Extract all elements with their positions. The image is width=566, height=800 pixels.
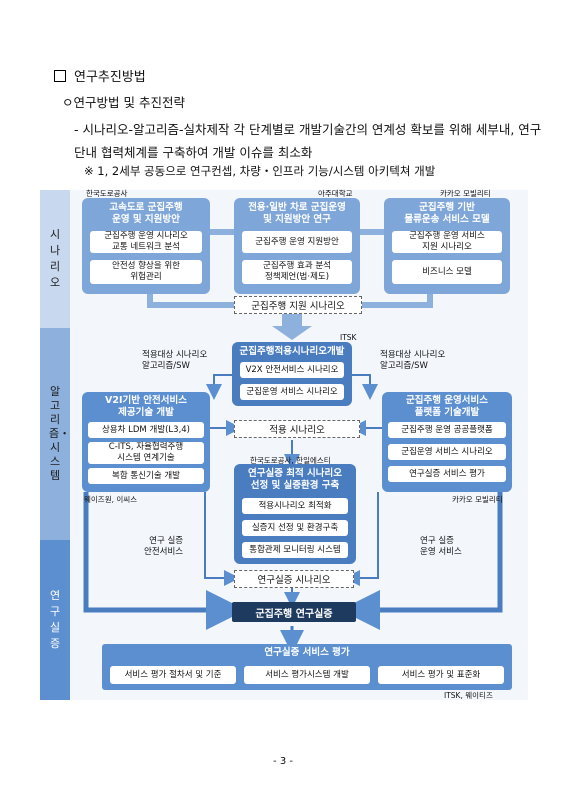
bullet-text: 시나리오-알고리즘-실차제작 각 단계별로 개발기술간의 연계성 확보를 위해 … bbox=[74, 122, 542, 160]
stage-algorithm: 알고리즘・시스템 bbox=[40, 328, 70, 540]
stage-label: 연구실증 bbox=[49, 589, 61, 650]
module-item: 군집주행 운영 지원방안 bbox=[242, 231, 352, 253]
module-title: V2I기반 안전서비스 제공기술 개발 bbox=[105, 395, 187, 418]
org-label: ITSK, 웨이티즈 bbox=[444, 691, 493, 700]
scenario-module-highway: 고속도로 군집주행 운영 및 지원방안 군집주행 운영 시나리오 교통 네트워크… bbox=[82, 198, 210, 294]
algo-left-module: V2I기반 안전서비스 제공기술 개발 상용차 LDM 개발(L3,4) C-I… bbox=[82, 392, 210, 492]
bullet-paragraph: - 시나리오-알고리즘-실차제작 각 단계별로 개발기술간의 연계성 확보를 위… bbox=[74, 118, 544, 164]
scenario-module-lane: 전용·일반 차로 군집운영 및 지원방안 연구 군집주행 운영 지원방안 군집주… bbox=[234, 198, 360, 294]
org-label: 한국도로공사 bbox=[86, 189, 128, 198]
module-item: 비즈니스 모델 bbox=[392, 260, 502, 284]
module-item: 서비스 평가 절차서 및 기준 bbox=[110, 666, 236, 684]
note: ※ 1, 2세부 공동으로 연구컨셉, 차량・인프라 기능/시스템 아키텍쳐 개… bbox=[84, 164, 436, 178]
org-label: 카카오 모빌리티 bbox=[440, 189, 491, 198]
module-item: 군집주행 운영 공공플랫폼 bbox=[388, 422, 506, 438]
module-title: 고속도로 군집주행 운영 및 지원방안 bbox=[109, 202, 183, 225]
module-item: 군집주행 운영 시나리오 교통 네트워크 분석 bbox=[90, 231, 202, 253]
scenario-module-logistics: 군집주행 기반 물류운송 서비스 모델 군집주행 운영 서비스 지원 시나리오 … bbox=[384, 198, 510, 294]
subsection-title: ㅇ연구방법 및 추진전략 bbox=[62, 95, 185, 110]
module-title: 연구실증 서비스 평가 bbox=[264, 647, 350, 658]
module-title: 전용·일반 차로 군집운영 및 지원방안 연구 bbox=[248, 202, 346, 225]
module-item: 복합 통신기술 개발 bbox=[88, 468, 204, 484]
section-title-text: 연구추진방법 bbox=[74, 70, 146, 85]
module-item: 군집운영 서비스 시나리오 bbox=[240, 384, 344, 400]
module-item: 상용차 LDM 개발(L3,4) bbox=[88, 422, 204, 438]
module-item: 연구실증 서비스 평가 bbox=[388, 466, 506, 482]
org-label: ITSK bbox=[340, 333, 357, 342]
stage-demo: 연구실증 bbox=[40, 540, 70, 700]
stage-label: 시나리오 bbox=[49, 228, 61, 289]
demo-scenario: 연구실증 시나리오 bbox=[234, 570, 354, 588]
right-input-label: 적용대상 시나리오 알고리즘/SW bbox=[380, 350, 446, 371]
page-number: - 3 - bbox=[273, 756, 293, 767]
module-item: 적용시나리오 최적화 bbox=[242, 498, 348, 514]
checkbox-marker-icon bbox=[54, 70, 66, 82]
demo-right-input: 연구 실증 운영 서비스 bbox=[420, 536, 462, 557]
module-item: 통합관제 모니터링 시스템 bbox=[242, 542, 348, 558]
demo-left-input: 연구 실증 안전서비스 bbox=[144, 536, 184, 557]
module-item: 안전성 향상을 위한 위험관리 bbox=[90, 260, 202, 284]
section-title: 연구추진방법 bbox=[54, 66, 146, 85]
org-label: 카카오 모빌리티 bbox=[452, 495, 503, 504]
left-input-label: 적용대상 시나리오 알고리즘/SW bbox=[142, 350, 208, 371]
test-module: 연구실증 최적 시나리오 선정 및 실증환경 구축 적용시나리오 최적화 실증지… bbox=[234, 464, 356, 564]
module-item: 군집주행 효과 분석 정책제언(법·제도) bbox=[242, 260, 352, 284]
algo-mid-output: 적용 시나리오 bbox=[234, 420, 360, 438]
org-label: 웨이즈원, 이씨스 bbox=[84, 495, 138, 504]
module-item: 실증지 선정 및 환경구축 bbox=[242, 520, 348, 536]
org-label: 한국도로공사, 한일에스티 bbox=[250, 456, 331, 465]
module-item: 서비스 평가시스템 개발 bbox=[244, 666, 370, 684]
bullet-dash: - bbox=[74, 122, 79, 137]
scenario-output: 군집주행 지원 시나리오 bbox=[234, 296, 362, 314]
module-title: 군집주행적용시나리오개발 bbox=[239, 346, 345, 357]
algo-right-module: 군집주행 운영서비스 플랫폼 기술개발 군집주행 운영 공공플랫폼 군집운영 서… bbox=[382, 392, 512, 492]
module-item: 군집주행 운영 서비스 지원 시나리오 bbox=[392, 231, 502, 253]
module-item: V2X 안전서비스 시나리오 bbox=[240, 362, 344, 378]
module-item: 서비스 평가 및 표준화 bbox=[378, 666, 504, 684]
module-title: 연구실증 최적 시나리오 선정 및 실증환경 구축 bbox=[247, 468, 342, 491]
down-arrow bbox=[272, 312, 312, 340]
eval-module: 연구실증 서비스 평가 서비스 평가 절차서 및 기준 서비스 평가시스템 개발… bbox=[102, 644, 512, 690]
module-item: C-ITS, 자율협력주행 시스템 연계기술 bbox=[88, 442, 204, 464]
org-label: 아주대학교 bbox=[318, 189, 353, 198]
module-title: 군집주행 기반 물류운송 서비스 모델 bbox=[404, 202, 490, 225]
module-item: 군집운영 서비스 시나리오 bbox=[388, 444, 506, 460]
algo-center-module: 군집주행적용시나리오개발 V2X 안전서비스 시나리오 군집운영 서비스 시나리… bbox=[232, 342, 352, 406]
demo-dark-box: 군집주행 연구실증 bbox=[232, 602, 356, 622]
stage-scenario: 시나리오 bbox=[40, 190, 70, 328]
module-title: 군집주행 운영서비스 플랫폼 기술개발 bbox=[406, 395, 488, 418]
